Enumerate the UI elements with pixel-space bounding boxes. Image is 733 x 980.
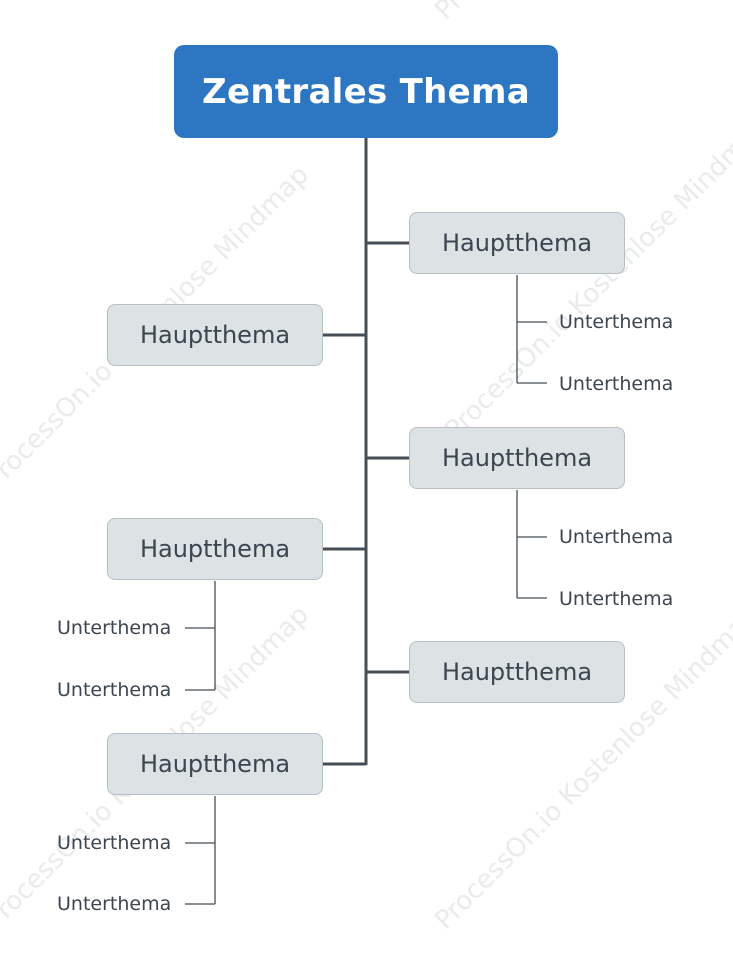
- root-node[interactable]: Zentrales Thema: [174, 45, 558, 138]
- subtopic-label[interactable]: Unterthema: [57, 893, 172, 915]
- subtopic-label[interactable]: Unterthema: [559, 588, 674, 610]
- main-topic-node[interactable]: Hauptthema: [107, 733, 323, 795]
- main-topic-node[interactable]: Hauptthema: [409, 641, 625, 703]
- sub-connectors: [185, 275, 547, 905]
- subtopic-label[interactable]: Unterthema: [559, 311, 674, 333]
- main-connectors: [323, 138, 409, 766]
- main-topic-node[interactable]: Hauptthema: [409, 427, 625, 489]
- main-topic-node[interactable]: Hauptthema: [107, 304, 323, 366]
- main-topic-node[interactable]: Hauptthema: [107, 518, 323, 580]
- subtopic-label[interactable]: Unterthema: [57, 679, 172, 701]
- main-topic-node[interactable]: Hauptthema: [409, 212, 625, 274]
- subtopic-label[interactable]: Unterthema: [559, 526, 674, 548]
- subtopic-label[interactable]: Unterthema: [57, 832, 172, 854]
- subtopic-label[interactable]: Unterthema: [57, 617, 172, 639]
- subtopic-label[interactable]: Unterthema: [559, 373, 674, 395]
